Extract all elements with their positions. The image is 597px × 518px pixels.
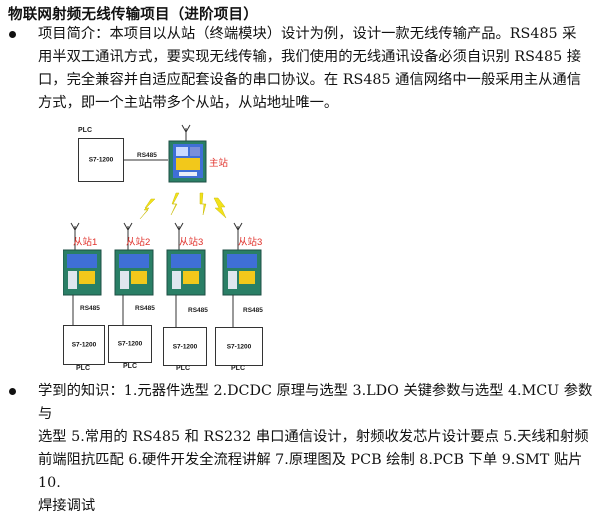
- slave-label: 从站1: [73, 237, 98, 248]
- slave-plc-box: S7-1200: [163, 327, 207, 366]
- slave-label: 从站2: [126, 237, 151, 248]
- skills-line: 学到的知识：1.元器件选型 2.DCDC 原理与选型 3.LDO 关键参数与选型…: [38, 383, 593, 422]
- network-diagram: PLC S7-1200 RS485 主站 从站1 从站2 从站3 从站3 RS4…: [63, 120, 269, 372]
- slave-plc-box: S7-1200: [215, 327, 263, 366]
- slave-plc-box: S7-1200: [63, 325, 105, 365]
- slave-label: 从站3: [238, 237, 263, 248]
- skills-line: 选型 5.常用的 RS485 和 RS232 串口通信设计，射频收发芯片设计要点…: [38, 429, 589, 445]
- intro-line: 方式，即一个主站带多个从站，从站地址唯一。: [38, 95, 339, 111]
- slave-label: 从站3: [179, 237, 204, 248]
- intro-paragraph: 项目简介：本项目以从站（终端模块）设计为例，设计一款无线传输产品。RS485 采…: [38, 23, 581, 115]
- plc-model: S7-1200: [117, 340, 143, 348]
- master-plc-box: S7-1200: [78, 138, 124, 182]
- intro-line: 口，完全兼容并自适应配套设备的串口协议。在 RS485 通信网络中一般采用主从通…: [38, 72, 582, 88]
- intro-line: 用半双工通讯方式，要实现无线传输，我们使用的无线通讯设备必须自识别 RS485 …: [38, 49, 582, 65]
- slave-link-label: RS485: [135, 305, 155, 312]
- master-plc-label: PLC: [78, 127, 92, 134]
- skills-line: 前端阻抗匹配 6.硬件开发全流程讲解 7.原理图及 PCB 绘制 8.PCB 下…: [38, 452, 583, 491]
- slave-plc-label: PLC: [176, 365, 190, 372]
- slave-plc-label: PLC: [123, 363, 137, 370]
- bullet-dot: [9, 31, 16, 38]
- slave-link-label: RS485: [188, 307, 208, 314]
- intro-line: 项目简介：本项目以从站（终端模块）设计为例，设计一款无线传输产品。RS485 采: [38, 26, 577, 42]
- slave-antenna-icon: [70, 222, 243, 250]
- diagram-graphics: [63, 124, 262, 327]
- bullet-dot: [9, 388, 16, 395]
- slave-rs485-lines: [72, 295, 234, 327]
- plc-model: S7-1200: [71, 341, 97, 349]
- section-title: 物联网射频无线传输项目（进阶项目）: [8, 7, 258, 23]
- master-link-label: RS485: [137, 152, 157, 159]
- slave-module-icon: [166, 249, 206, 296]
- plc-model: S7-1200: [226, 343, 252, 350]
- slave-module-icon: [63, 249, 102, 296]
- slave-plc-box: S7-1200: [108, 325, 152, 363]
- slave-module-icon: [114, 249, 154, 296]
- skills-line: 焊接调试: [38, 498, 96, 514]
- slave-modules: [63, 222, 262, 296]
- skills-paragraph: 学到的知识：1.元器件选型 2.DCDC 原理与选型 3.LDO 关键参数与选型…: [38, 380, 597, 518]
- plc-model: S7-1200: [88, 156, 114, 164]
- plc-model: S7-1200: [172, 343, 198, 350]
- slave-link-label: RS485: [80, 305, 100, 312]
- wireless-signal-icon: [139, 192, 227, 220]
- master-antenna-icon: [181, 124, 191, 142]
- master-label: 主站: [209, 158, 229, 169]
- master-module-icon: [168, 140, 207, 183]
- slave-plc-label: PLC: [76, 365, 90, 372]
- slave-link-label: RS485: [243, 307, 263, 314]
- slave-module-icon: [222, 249, 262, 296]
- slave-plc-label: PLC: [231, 365, 245, 372]
